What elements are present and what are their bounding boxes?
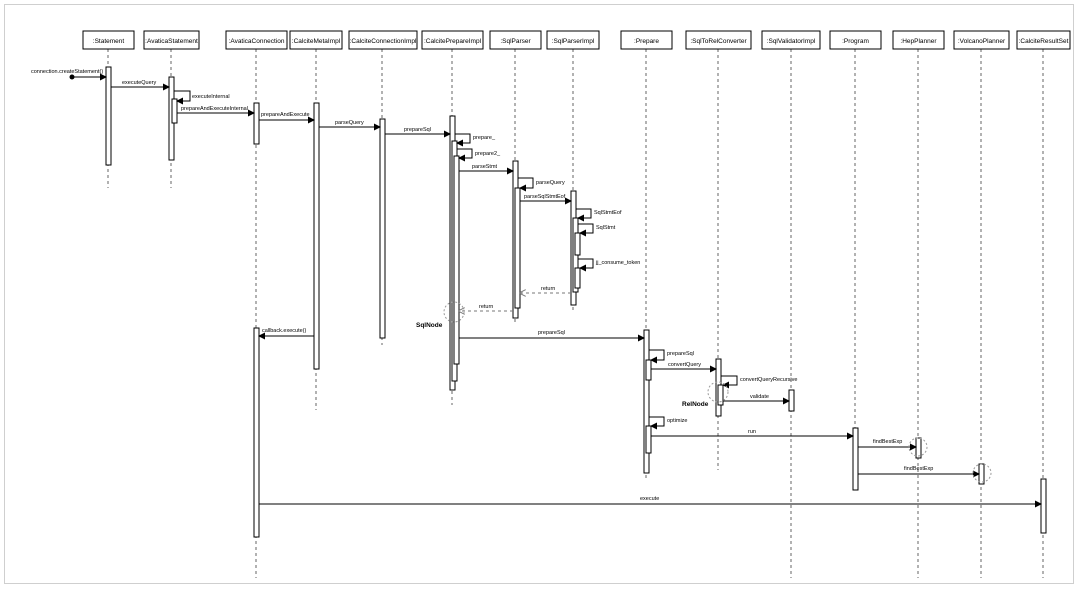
- label-convert-query: convertQuery: [668, 362, 701, 368]
- message-jj-consume-token: [578, 258, 594, 272]
- label-prepare-and-execute-internal: prepareAndExecuteInternal: [181, 106, 248, 112]
- participant-box-avatica-statement: [143, 30, 200, 50]
- annotations: SqlNode RelNode: [416, 301, 992, 483]
- participant-box-sql-to-rel-converter: [685, 30, 752, 50]
- participant-box-hep-planner: [892, 30, 945, 50]
- participant-box-sql-parser: [489, 30, 542, 50]
- participant-label-prepare: :Prepare: [634, 38, 659, 45]
- activation-avatica-statement-internal: [171, 98, 178, 124]
- label-prepare-sql-to-prepare: prepareSql: [538, 330, 565, 336]
- participant-box-prepare: [620, 30, 673, 50]
- activation-calcite-connection-impl: [379, 118, 386, 339]
- participant-label-sql-to-rel-converter: :SqlToRelConverter: [690, 38, 747, 45]
- activation-avatica-connection-2: [253, 327, 260, 538]
- participant-label-program: :Program: [842, 38, 869, 45]
- label-parse-sql-stmt-eof: parseSqlStmtEof: [524, 194, 566, 200]
- message-sql-stmt: [578, 223, 594, 237]
- participant-label-hep-planner: :HepPlanner: [900, 38, 937, 45]
- label-find-best-exp-hep: findBestExp: [873, 439, 902, 445]
- participant-box-sql-parser-impl: [546, 30, 600, 50]
- activation-sql-parser-2: [514, 187, 521, 309]
- label-parse-stmt: parseStmt: [472, 164, 498, 170]
- activation-sql-to-rel-converter-2: [717, 384, 724, 406]
- label-convert-query-recursive: convertQueryRecursive: [740, 377, 797, 383]
- label-parse-query: parseQuery: [335, 120, 364, 126]
- participant-label-calcite-prepare-impl: :CalcitePrepareImpl: [424, 38, 482, 45]
- sqlnode-marker-ring: [443, 301, 465, 323]
- label-return-parser-impl: return: [541, 286, 555, 292]
- label-prepare-underscore: prepare_: [473, 135, 496, 141]
- note-relnode: RelNode: [682, 401, 709, 408]
- participant-label-volcano-planner: :VolcanoPlanner: [958, 38, 1006, 45]
- message-prepare-sql-self: [649, 349, 665, 364]
- label-callback-execute: callback.execute(): [262, 328, 306, 334]
- participant-label-statement: :Statement: [93, 38, 125, 45]
- message-prepare-underscore: [455, 133, 471, 147]
- participant-label-calcite-connection-impl: :CalciteConnectionImpl: [350, 38, 417, 45]
- hep-planner-marker-ring: [908, 437, 928, 457]
- activation-prepare-3: [645, 425, 652, 454]
- activation-calcite-meta-impl: [313, 102, 320, 370]
- lifelines: [107, 49, 1044, 578]
- volcano-planner-marker-ring: [972, 463, 992, 483]
- participant-box-calcite-result-set: [1016, 30, 1071, 50]
- label-jj-consume-token: jj_consume_token: [595, 260, 640, 266]
- message-execute-internal: [174, 90, 191, 105]
- messages: connection.createStatement() executeQuer…: [31, 69, 1042, 508]
- participant-label-sql-validator-impl: :SqlValidatorImpl: [767, 38, 816, 45]
- activation-statement: [105, 66, 112, 166]
- label-return-parser: return: [479, 304, 493, 310]
- label-run: run: [748, 429, 756, 435]
- label-prepare-sql-self: prepareSql: [667, 351, 694, 357]
- activation-avatica-connection-1: [253, 102, 260, 145]
- label-prepare2: prepare2_: [475, 151, 501, 157]
- participant-box-statement: [82, 30, 135, 50]
- label-prepare-and-execute: prepareAndExecute: [261, 112, 310, 118]
- participant-label-sql-parser-impl: :SqlParserImpl: [552, 38, 595, 45]
- participant-box-calcite-meta-impl: [289, 30, 343, 50]
- participant-label-avatica-connection: :AvaticaConnection: [229, 38, 285, 45]
- participant-label-calcite-result-set: :CalciteResultSet: [1019, 38, 1069, 45]
- message-optimize: [649, 416, 665, 430]
- activations: [105, 66, 1047, 538]
- label-prepare-sql: prepareSql: [404, 127, 431, 133]
- activation-calcite-result-set: [1040, 478, 1047, 534]
- message-sql-stmt-eof: [576, 208, 592, 222]
- label-optimize: optimize: [667, 418, 687, 424]
- activation-sql-parser-impl-3: [574, 232, 581, 256]
- label-parse-query-self: parseQuery: [536, 180, 565, 186]
- note-sqlnode: SqlNode: [416, 322, 443, 329]
- label-execute: execute: [640, 496, 659, 502]
- participant-box-volcano-planner: [953, 30, 1010, 50]
- label-validate: validate: [750, 394, 769, 400]
- label-execute-internal: executeInternal: [192, 94, 230, 100]
- participant-box-calcite-prepare-impl: [421, 30, 484, 50]
- activation-prepare-2: [645, 359, 652, 381]
- message-convert-query-recursive: [721, 375, 738, 389]
- label-sql-stmt-eof: SqlStmtEof: [594, 210, 622, 216]
- participant-box-avatica-connection: [225, 30, 288, 50]
- participant-box-sql-validator-impl: [761, 30, 821, 50]
- activation-sql-validator-impl: [788, 389, 795, 412]
- participant-label-calcite-meta-impl: :CalciteMetaImpl: [292, 38, 341, 45]
- activation-volcano-planner: [978, 463, 985, 485]
- activation-sql-parser-impl-4: [574, 267, 581, 289]
- participant-headers: :Statement :AvaticaStatement :AvaticaCon…: [82, 30, 1071, 50]
- participant-label-sql-parser: :SqlParser: [500, 38, 531, 45]
- participant-box-calcite-connection-impl: [348, 30, 418, 50]
- activation-calcite-prepare-impl-3: [453, 155, 460, 365]
- activation-hep-planner: [915, 437, 922, 459]
- activation-prepare-1: [643, 329, 650, 474]
- activation-program: [852, 427, 859, 491]
- participant-box-program: [829, 30, 882, 50]
- label-create-statement: connection.createStatement(): [31, 69, 103, 75]
- label-sql-stmt: SqlStmt: [596, 225, 616, 231]
- message-parse-query-self: [518, 177, 534, 192]
- message-prepare2: [457, 148, 473, 162]
- label-execute-query: executeQuery: [122, 80, 156, 86]
- relnode-marker-ring: [707, 381, 729, 403]
- participant-label-avatica-statement: :AvaticaStatement: [145, 38, 198, 45]
- label-find-best-exp-volcano: findBestExp: [904, 466, 933, 472]
